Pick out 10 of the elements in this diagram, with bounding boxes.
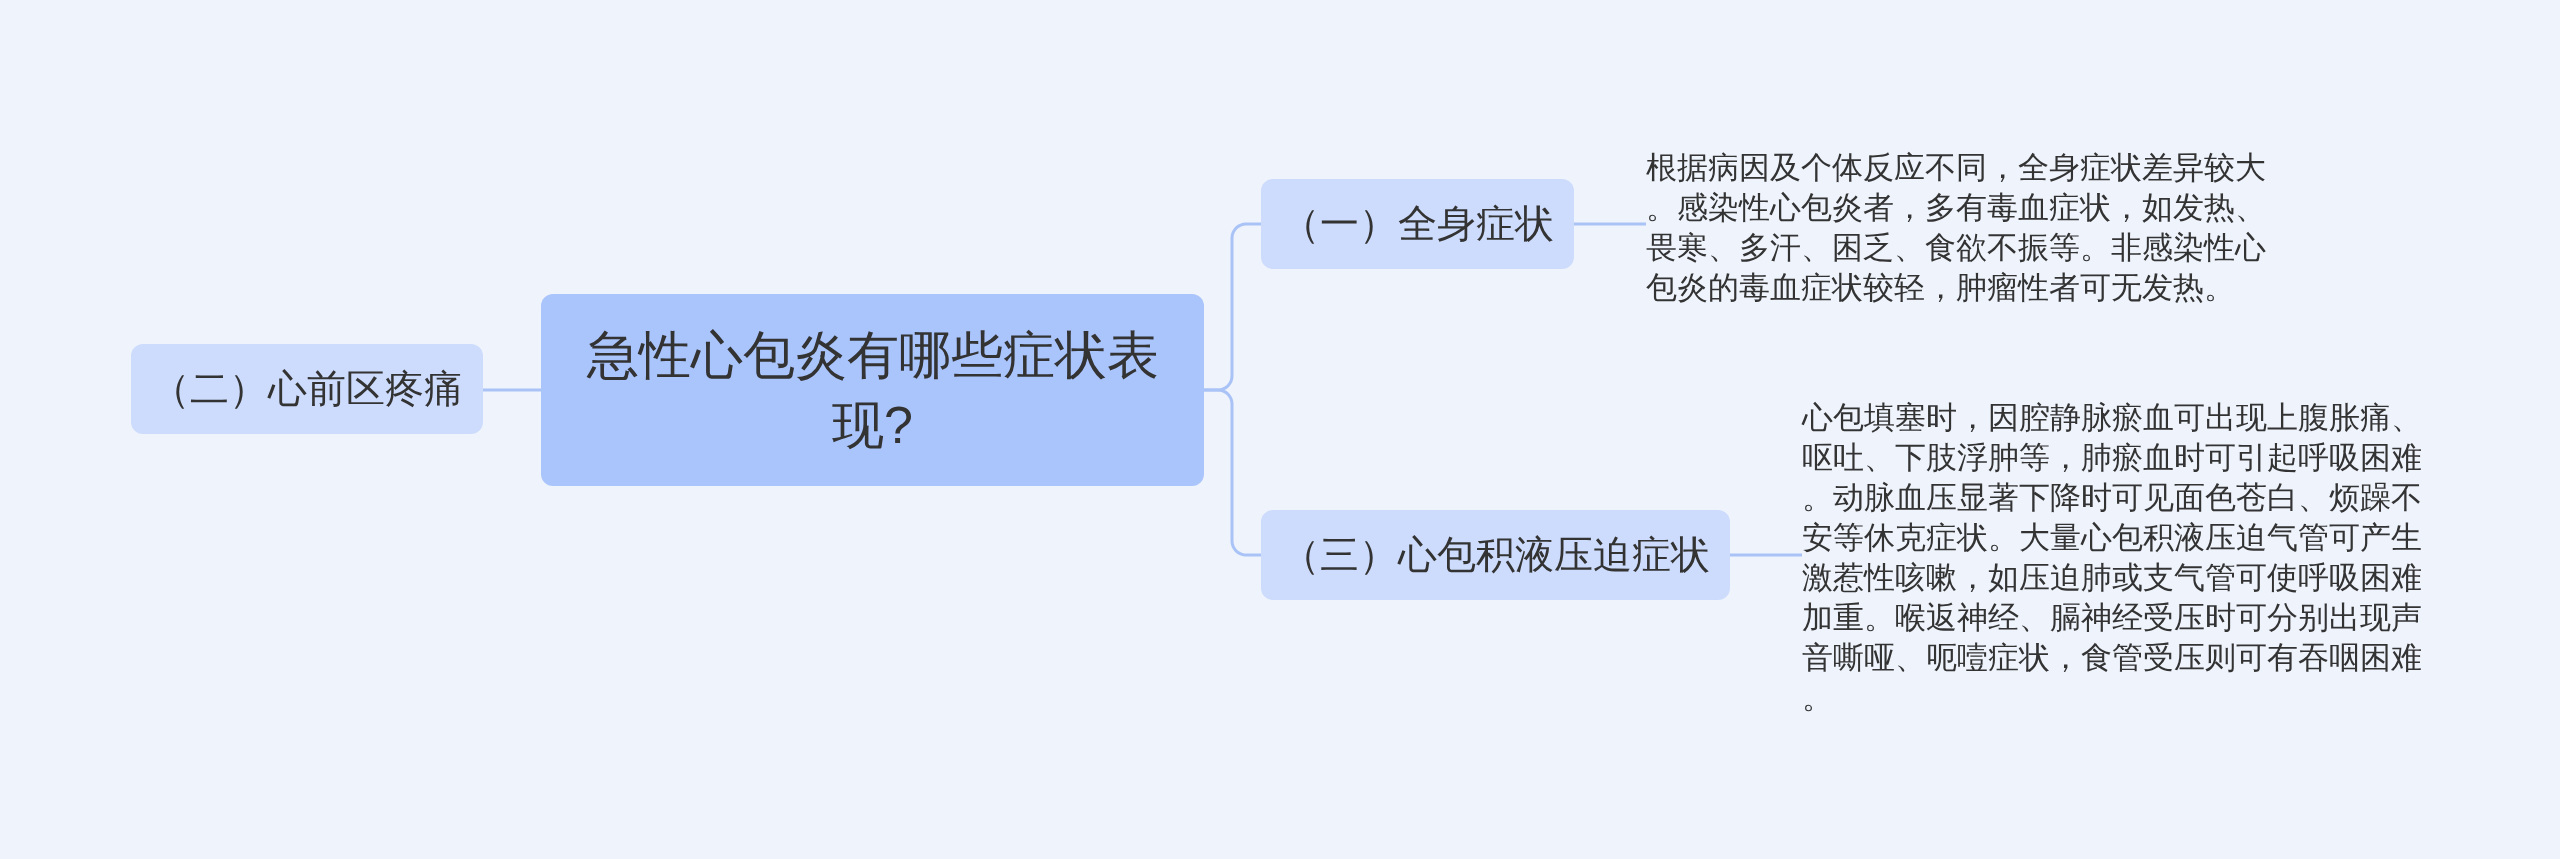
topic-box: （三）心包积液压迫症状 <box>1261 510 1730 600</box>
note-text: 根据病因及个体反应不同，全身症状差异较大。感染性心包炎者，多有毒血症状，如发热、畏寒、多汗、困乏、食欲不振等。非感染性心包炎的毒血症状较轻，肿瘤性者可无发热。 <box>1646 147 2286 307</box>
connector-line <box>483 388 541 392</box>
central-topic: 急性心包炎有哪些症状表现? <box>541 294 1204 486</box>
topic-box: （二）心前区疼痛 <box>131 344 483 434</box>
connector-line <box>1730 553 1802 557</box>
topic-box: （一）全身症状 <box>1261 179 1574 269</box>
connector-line <box>1204 388 1261 557</box>
note-text: 心包填塞时，因腔静脉瘀血可出现上腹胀痛、呕吐、下肢浮肿等，肺瘀血时可引起呼吸困难。动脉血压显著下降时可见面色苍白、烦躁不安等休克症状。大量心包积液压迫气管可产生激惹性咳嗽，如压迫肺或支气管可使呼吸困难加重。喉返神经、膈神经受压时可分别出现声音嘶哑、呃噎症状，食管受压则可有吞咽困难。 <box>1802 397 2442 717</box>
connector-line <box>1574 222 1646 226</box>
